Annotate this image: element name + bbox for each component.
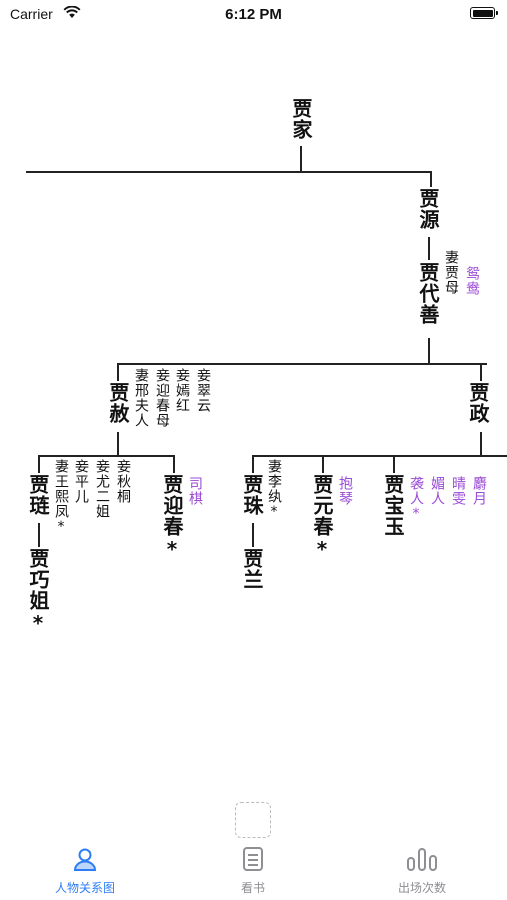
family-tree-canvas[interactable]: 贾家 贾源 贾代善 妻贾母 鸳鸯 贾赦 妻邢夫人 妾迎春母 妾嫣红 妾翠云 贾政…	[0, 0, 507, 790]
connector-line	[430, 171, 432, 187]
node-jia-daishan[interactable]: 贾代善	[416, 262, 440, 325]
node-lian-wife[interactable]: 妻王熙凤*	[53, 459, 69, 536]
connector-line	[38, 523, 40, 547]
node-she-concubine[interactable]: 妾嫣红	[174, 368, 190, 413]
tab-appearance-count[interactable]: 出场次数	[367, 846, 477, 896]
tab-label: 看书	[240, 881, 265, 895]
connector-line	[393, 455, 395, 473]
bar-chart-icon	[407, 848, 437, 871]
node-jia-lan[interactable]: 贾兰	[240, 548, 264, 590]
node-she-concubine[interactable]: 妾翠云	[195, 368, 211, 413]
connector-line	[252, 455, 507, 457]
connector-line	[117, 363, 487, 365]
node-she-wife[interactable]: 妻邢夫人	[133, 368, 149, 428]
connector-line	[252, 455, 254, 473]
node-qingwen[interactable]: 晴雯	[450, 476, 466, 506]
status-bar: Carrier 6:12 PM	[0, 0, 507, 28]
node-jia-yuanchun[interactable]: 贾元春*	[310, 474, 334, 562]
node-lian-concubine[interactable]: 妾平儿	[73, 459, 89, 504]
node-jia-zheng[interactable]: 贾政	[466, 382, 490, 424]
node-zhu-wife[interactable]: 妻李纨*	[266, 459, 282, 521]
wifi-icon	[63, 6, 81, 18]
tab-bar: 人物关系图 看书 出场次数	[0, 790, 507, 900]
node-xiren[interactable]: 袭人*	[408, 476, 424, 523]
connector-line	[117, 432, 119, 456]
node-jia-she[interactable]: 贾赦	[106, 382, 130, 424]
node-jia-qiaojie[interactable]: 贾巧姐*	[26, 548, 50, 636]
connector-line	[300, 146, 302, 172]
node-jia-mu[interactable]: 妻贾母	[443, 250, 459, 295]
connector-line	[117, 363, 119, 381]
connector-line	[428, 338, 430, 364]
connector-line	[428, 237, 430, 260]
node-jia-yingchun[interactable]: 贾迎春*	[160, 474, 184, 562]
node-jia-lian[interactable]: 贾琏	[26, 474, 50, 516]
connector-line	[252, 523, 254, 547]
tab-label: 人物关系图	[54, 881, 115, 895]
node-jia-zhu[interactable]: 贾珠	[240, 474, 264, 516]
node-she-concubine[interactable]: 妾迎春母	[154, 368, 170, 428]
battery-icon	[470, 7, 498, 19]
node-jia-family[interactable]: 贾家	[289, 98, 313, 140]
connector-line	[480, 432, 482, 456]
connector-line	[322, 455, 324, 473]
node-yuanyang[interactable]: 鸳鸯	[464, 266, 480, 296]
connector-line	[173, 455, 175, 473]
node-meiren[interactable]: 媚人	[429, 476, 445, 506]
tab-read-book[interactable]: 看书	[198, 846, 308, 896]
book-icon	[243, 847, 263, 871]
tab-relationship-map[interactable]: 人物关系图	[30, 846, 140, 896]
node-siqi[interactable]: 司棋	[187, 476, 203, 506]
tab-label: 出场次数	[397, 881, 446, 895]
node-baoqin[interactable]: 抱琴	[337, 476, 353, 506]
node-jia-baoyu[interactable]: 贾宝玉	[381, 474, 405, 537]
connector-line	[38, 455, 40, 473]
node-lian-concubine[interactable]: 妾尤二姐	[94, 459, 110, 519]
clock: 6:12 PM	[225, 6, 282, 23]
person-icon	[73, 848, 97, 871]
connector-line	[38, 455, 174, 457]
connector-line	[26, 171, 431, 173]
node-jia-yuan[interactable]: 贾源	[416, 188, 440, 230]
center-placeholder-icon	[235, 802, 271, 838]
node-lian-concubine[interactable]: 妾秋桐	[115, 459, 131, 504]
node-sheyue[interactable]: 麝月	[471, 476, 487, 506]
carrier-label: Carrier	[10, 6, 53, 22]
connector-line	[480, 363, 482, 381]
